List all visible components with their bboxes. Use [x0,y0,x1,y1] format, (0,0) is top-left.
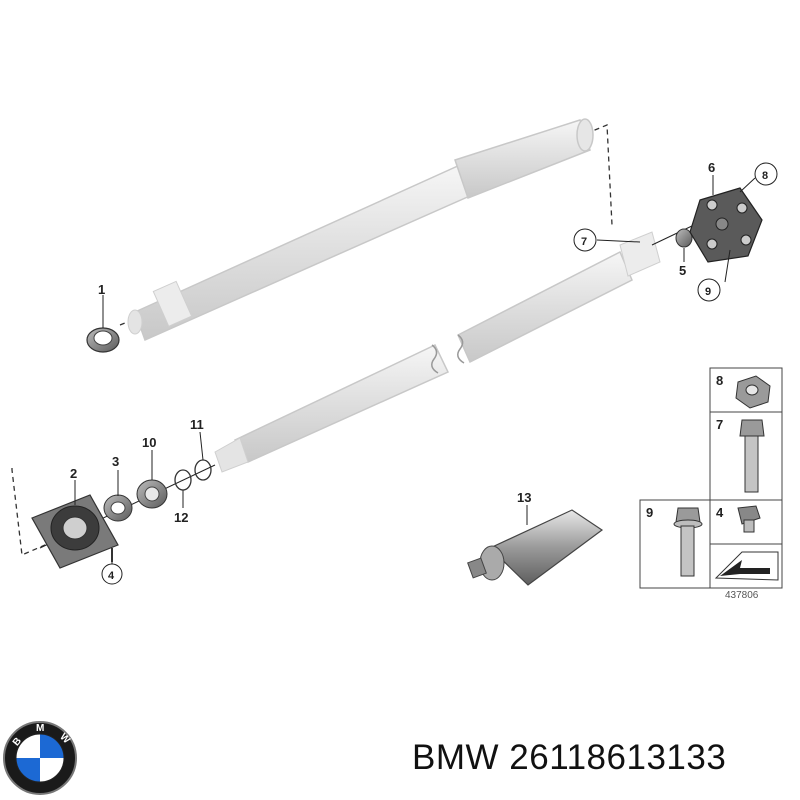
callout-5: 5 [679,263,686,278]
callout-6: 6 [708,160,715,175]
bmw-logo-letter-m: M [36,723,44,734]
flange-bolt-icon [673,507,703,577]
lower-drive-shaft [214,231,661,473]
detail-label-7: 7 [716,417,723,432]
callout-4: 4 [108,570,115,582]
callout-10: 10 [142,435,156,450]
callout-8-circle [754,162,778,186]
part-11-circlip [194,459,212,481]
detail-label-4: 4 [716,505,724,520]
hex-bolt-icon [739,419,765,493]
hardware-detail-box: 8 7 9 4 [639,367,783,589]
part-10-bearing [136,479,168,509]
leader-lines [74,175,756,565]
callout-1: 1 [98,282,105,297]
upper-drive-shaft [127,118,594,342]
part-number-caption: BMW 26118613133 [412,738,792,778]
callout-4-circle [101,563,123,585]
brand-name: BMW [412,738,500,777]
bmw-logo: B M W [3,721,77,795]
callout-13: 13 [517,490,531,505]
callout-3: 3 [112,454,119,469]
part-number: 26118613133 [509,738,727,777]
part-13-grease-tube [467,509,604,586]
part-5-sleeve [675,228,693,248]
nut-icon [735,375,771,409]
callout-12: 12 [174,510,188,525]
part-2-center-bearing [31,494,119,569]
callout-9: 9 [705,286,711,298]
part-6-flex-disc [689,187,763,263]
detail-label-9: 9 [646,505,653,520]
part-1-ring [86,327,120,353]
callout-11: 11 [190,417,204,432]
part-3-washer [103,494,133,522]
diagram-reference-number: 437806 [725,590,759,601]
screw-icon [737,505,761,533]
see-also-arrow-icon [714,551,779,581]
callout-8: 8 [762,170,768,182]
callout-2: 2 [70,466,77,481]
callout-9-circle [697,278,721,302]
callout-7-circle [573,228,597,252]
callout-7: 7 [581,236,587,248]
detail-label-8: 8 [716,373,723,388]
